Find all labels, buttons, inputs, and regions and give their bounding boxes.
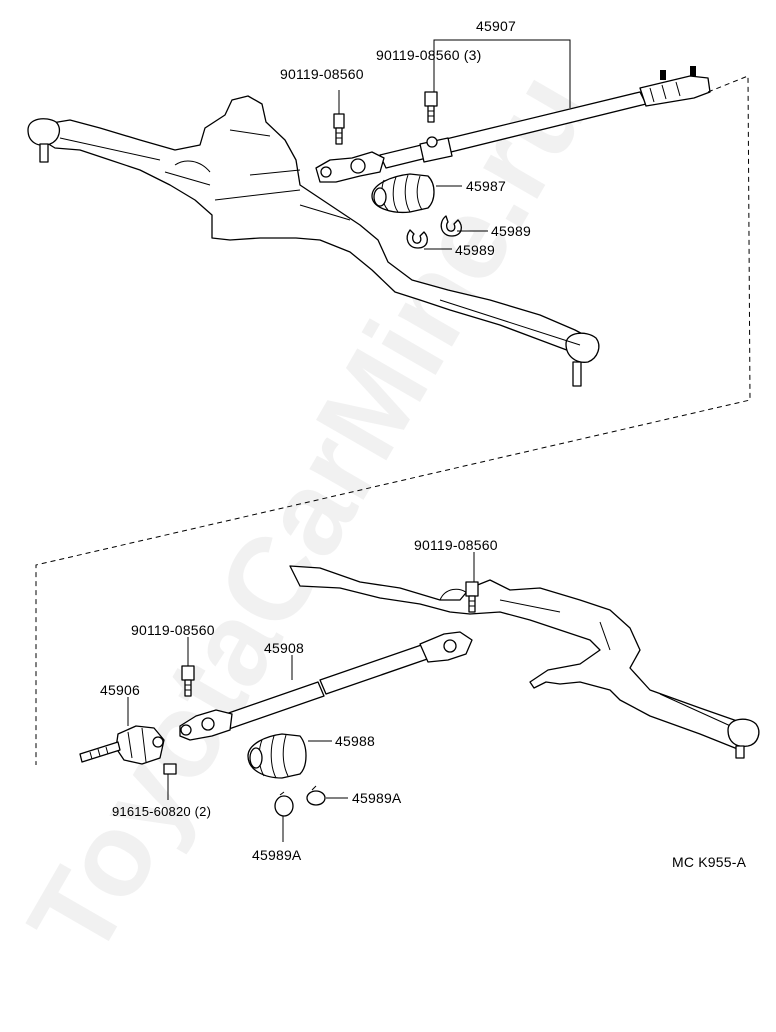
top-dust-boot [371,173,435,214]
top-leader-lines [338,39,571,250]
top-shaft-end-pin-2 [690,66,696,76]
bottom-bolt-right [465,581,479,613]
bottom-dust-boot [247,733,307,779]
top-rack-detail [164,129,351,221]
bottom-lower-joint-bore [180,724,192,736]
watermark-text: ToyotaCarMine.ru [3,51,614,978]
bottom-right-tie-rod-stud [735,745,745,759]
label-45989-lower: 45989 [455,242,495,258]
label-45908: 45908 [264,640,304,656]
label-45907: 45907 [476,18,516,34]
label-45906: 45906 [100,682,140,698]
top-shaft-end-pin [660,70,666,80]
top-shaft-universal-joint [315,151,385,183]
bottom-rack-housing [289,565,753,751]
label-45989A-lower: 45989A [252,847,302,863]
bottom-lower-joint-cross [201,717,215,731]
top-steering-rack-assembly [27,39,751,765]
bottom-joint-spline-shaft [79,741,121,763]
bottom-steering-rack-assembly [79,552,760,842]
top-shaft-middle-bolt [426,136,438,148]
top-bolt-left [333,113,345,145]
bottom-universal-joint-45906 [79,725,165,765]
label-90119-08560-bottom-left: 90119-08560 [131,622,215,638]
top-clamp-right [440,215,463,237]
top-shaft-spline-rings [649,81,681,103]
label-45987: 45987 [466,178,506,194]
bottom-shaft-upper-tube [319,641,437,695]
top-left-tie-rod-stud [39,143,49,163]
top-dashed-boundary [35,75,751,765]
bottom-nut [163,763,177,775]
label-91615-60820: 91615-60820 (2) [112,804,211,819]
bottom-clamp-right [306,790,326,806]
label-45989-upper: 45989 [491,223,531,239]
bottom-intermediate-shaft [179,631,473,741]
bottom-upper-joint-cross [443,639,457,653]
bottom-clamp-left [274,795,294,817]
label-90119-08560-bottom-right: 90119-08560 [414,537,498,553]
diagram-code: MC K955-A [672,854,747,870]
top-bolt-right [424,91,438,123]
top-right-tie-rod-end [565,332,600,363]
top-left-tie-rod-end [27,118,61,146]
label-90119-08560-qty3: 90119-08560 (3) [376,47,481,63]
bottom-leader-lines [127,552,475,842]
bottom-right-tie-rod-end [727,718,760,748]
label-90119-08560-top: 90119-08560 [280,66,364,82]
label-45989A-right: 45989A [352,790,402,806]
bottom-rack-detail [439,588,736,729]
label-45988: 45988 [335,733,375,749]
top-rack-rod [59,137,581,346]
top-joint-cross [350,158,366,174]
top-clamp-left [406,229,429,249]
top-right-tie-rod-stud [572,361,582,387]
top-joint-bore [320,166,332,178]
bottom-clamp-tabs [279,785,317,796]
top-intermediate-shaft [315,66,711,183]
